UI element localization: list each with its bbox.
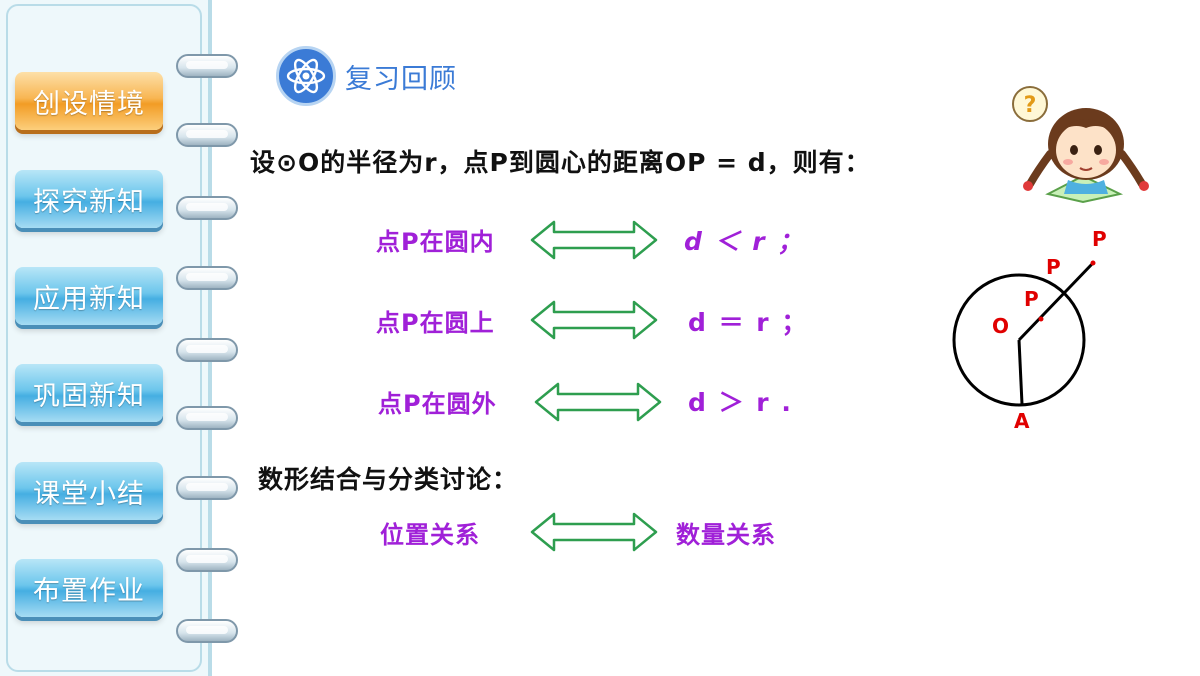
point-label-a: A — [1014, 409, 1030, 433]
relation-label-on: 点P在圆上 — [376, 309, 495, 337]
method-title: 数形结合与分类讨论： — [258, 465, 519, 494]
nav-item-summary[interactable]: 课堂小结 — [15, 462, 163, 520]
relation-label-inside: 点P在圆内 — [376, 228, 495, 256]
nav-item-create-scenario[interactable]: 创设情境 — [15, 72, 163, 130]
binder-ring — [176, 548, 238, 572]
atom-icon — [276, 46, 336, 106]
binder-ring — [176, 338, 238, 362]
point-label-on: P — [1046, 255, 1061, 279]
double-arrow-icon — [530, 512, 658, 552]
double-arrow-icon — [530, 220, 658, 260]
binder-ring — [176, 196, 238, 220]
svg-text:?: ? — [1024, 93, 1037, 118]
relation-expression-inside: d ＜ r ； — [684, 227, 805, 256]
binder-ring — [176, 266, 238, 290]
relation-expression-on: d ＝ r ； — [688, 308, 809, 337]
radius-oa — [1017, 339, 1024, 405]
point-label-outside: P — [1092, 227, 1107, 251]
nav-item-apply-new[interactable]: 应用新知 — [15, 267, 163, 325]
binder-ring — [176, 406, 238, 430]
binder-ring — [176, 619, 238, 643]
nav-item-explore-new[interactable]: 探究新知 — [15, 170, 163, 228]
point-label-inside: P — [1024, 287, 1039, 311]
girl-reading-illustration: ? — [1012, 86, 1149, 204]
relation-label-outside: 点P在圆外 — [378, 390, 497, 418]
section-heading: 复习回顾 — [345, 64, 457, 95]
center-label: O — [992, 314, 1009, 338]
double-arrow-icon — [530, 300, 658, 340]
nav-item-consolidate[interactable]: 巩固新知 — [15, 364, 163, 422]
point-inside — [1038, 316, 1044, 322]
nav-item-homework[interactable]: 布置作业 — [15, 559, 163, 617]
relation-expression-outside: d ＞ r . — [688, 388, 793, 417]
quantity-relation-label: 数量关系 — [676, 521, 776, 549]
double-arrow-icon — [534, 382, 662, 422]
point-outside — [1090, 260, 1096, 266]
definition-statement: 设⊙O的半径为r，点P到圆心的距离OP = d，则有： — [250, 148, 871, 177]
circle-position-diagram: O P P P A — [952, 227, 1107, 433]
circle-outline — [952, 273, 1086, 407]
position-relation-label: 位置关系 — [380, 521, 480, 549]
ray-op — [1017, 261, 1095, 342]
binder-ring — [176, 54, 238, 78]
binder-ring — [176, 123, 238, 147]
binder-ring — [176, 476, 238, 500]
